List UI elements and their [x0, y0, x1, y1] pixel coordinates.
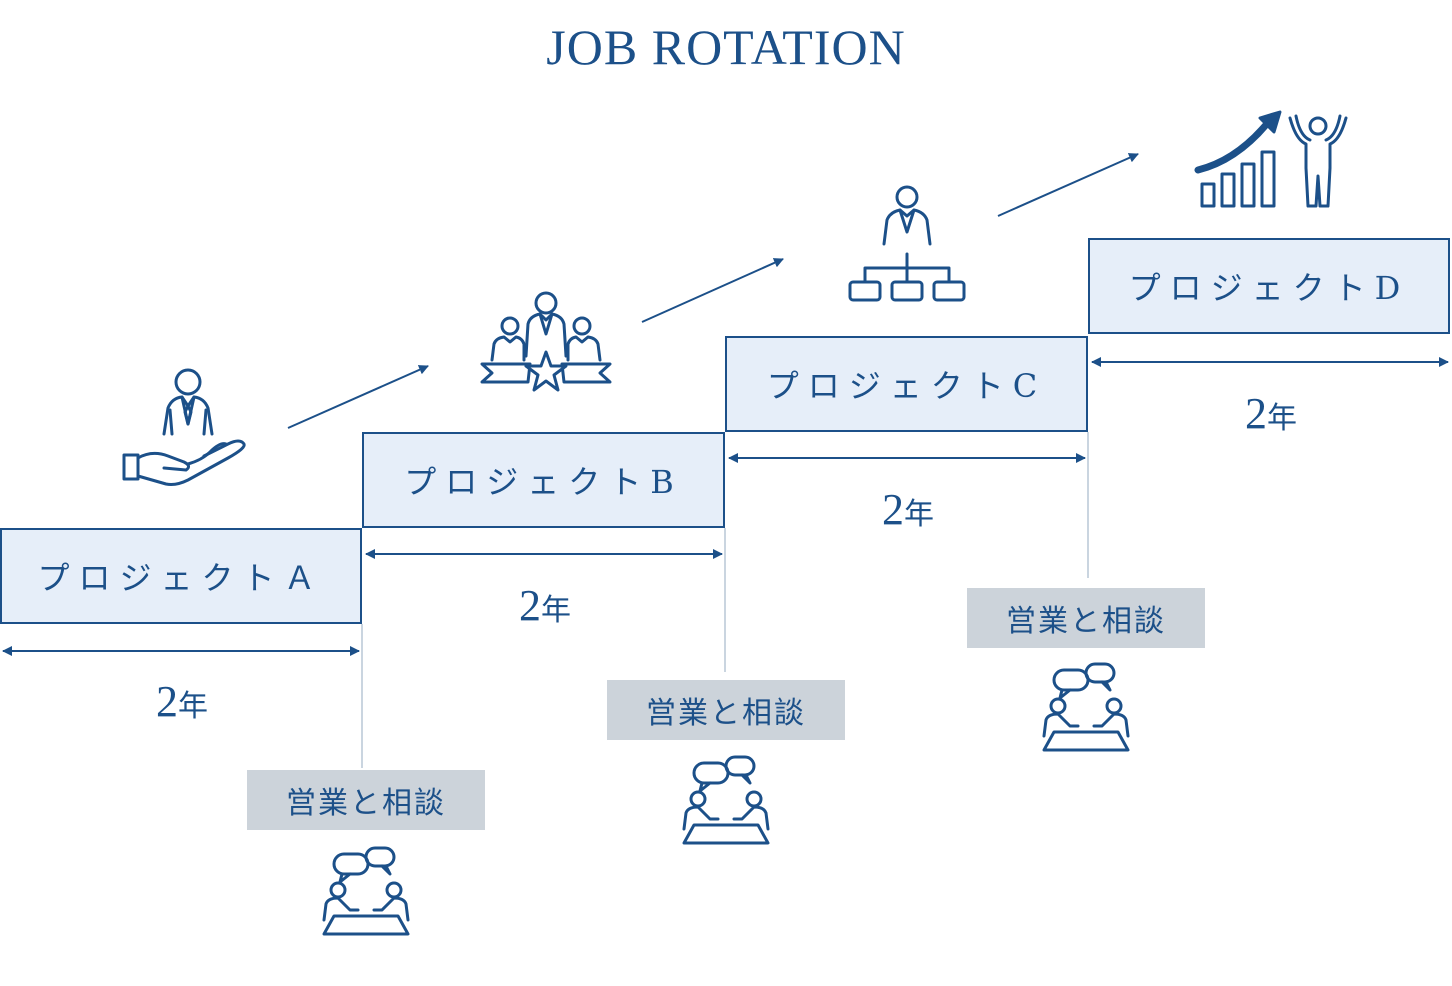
discussion-icon-b	[682, 755, 770, 845]
growth-chart-icon	[1194, 110, 1348, 208]
duration-label-d: 2年	[1245, 389, 1297, 438]
project-box-b: プロジェクトB	[362, 432, 725, 528]
consult-label-c: 営業と相談	[967, 588, 1205, 648]
org-chart-icon	[848, 185, 966, 302]
project-label-a: プロジェクトＡ	[37, 559, 325, 597]
duration-label-a: 2年	[156, 677, 208, 726]
project-label-b: プロジェクトB	[404, 463, 683, 501]
team-star-icon	[480, 291, 612, 392]
project-box-a: プロジェクトＡ	[0, 528, 362, 624]
page-title: JOB ROTATION	[546, 19, 906, 75]
discussion-icon-c	[1042, 662, 1130, 752]
hand-person-icon	[122, 368, 246, 486]
progress-arrow-1	[287, 365, 429, 429]
project-box-c: プロジェクトC	[725, 336, 1088, 432]
project-box-d: プロジェクトD	[1088, 238, 1450, 334]
progress-arrow-3	[997, 153, 1139, 217]
duration-label-b: 2年	[519, 581, 571, 630]
consult-label-b: 営業と相談	[607, 680, 845, 740]
discussion-icon-a	[322, 846, 410, 936]
consult-label-a: 営業と相談	[247, 770, 485, 830]
project-label-c: プロジェクトC	[766, 367, 1047, 405]
project-label-d: プロジェクトD	[1128, 269, 1410, 307]
progress-arrow-2	[641, 258, 784, 323]
duration-label-c: 2年	[882, 485, 934, 534]
